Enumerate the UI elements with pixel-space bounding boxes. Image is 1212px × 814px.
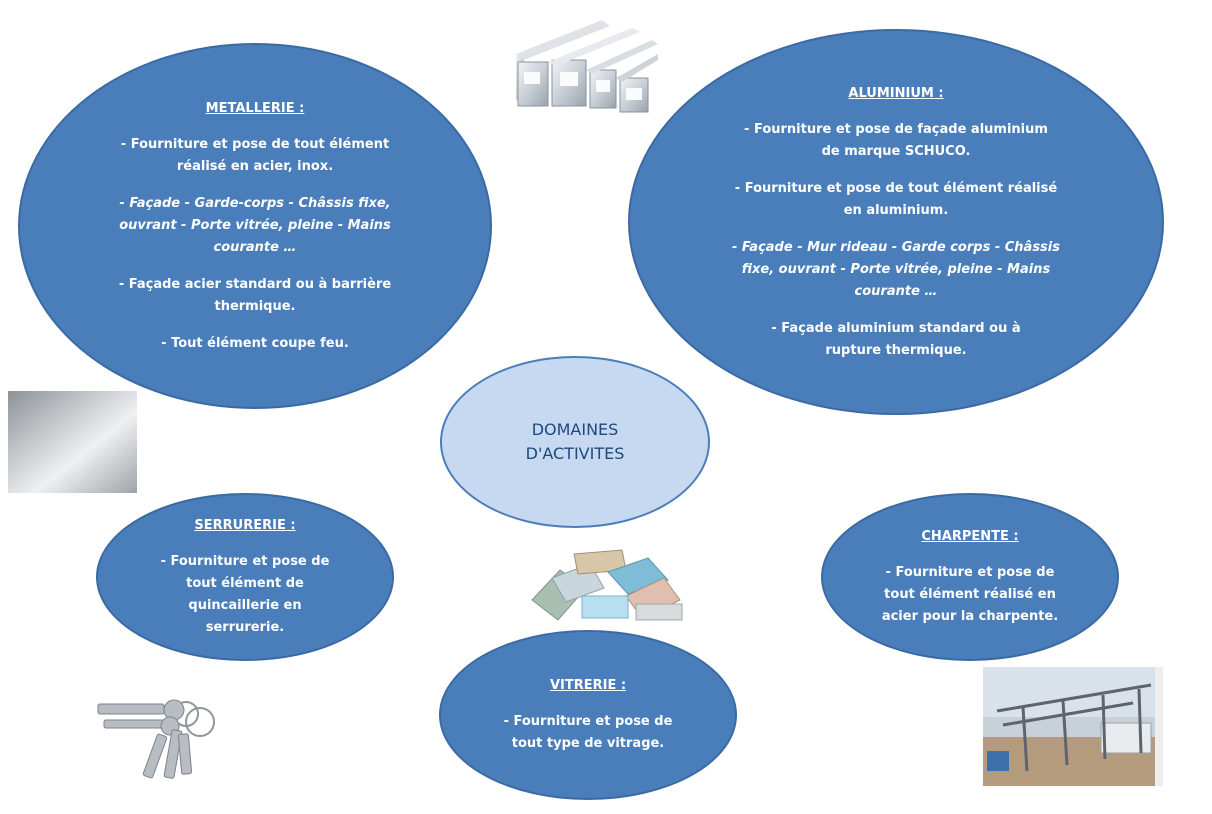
- serrurerie-node: SERRURERIE : - Fourniture et pose de tou…: [96, 493, 394, 661]
- aluminium-item-2: - Fourniture et pose de tout élément réa…: [734, 180, 1058, 218]
- aluminium-item-4: - Façade aluminium standard ou à rupture…: [771, 320, 1021, 358]
- aluminium-profiles-image: [516, 20, 658, 113]
- center-line-1: DOMAINES: [531, 420, 619, 439]
- vitrerie-title: VITRERIE :: [549, 678, 627, 693]
- vitrerie-node: VITRERIE : - Fourniture et pose de tout …: [439, 630, 737, 800]
- serrurerie-title: SERRURERIE :: [194, 518, 296, 533]
- center-line-2: D'ACTIVITES: [525, 444, 625, 463]
- keys-image: [97, 699, 215, 779]
- charpente-item-1: - Fourniture et pose de tout élément réa…: [881, 565, 1059, 624]
- charpente-node: CHARPENTE : - Fourniture et pose de tout…: [821, 493, 1119, 661]
- metallerie-item-4: - Tout élément coupe feu.: [161, 335, 349, 351]
- brushed-steel-image: [8, 391, 137, 493]
- aluminium-item-1: - Fourniture et pose de façade aluminium…: [744, 121, 1048, 159]
- metallerie-item-2: - Façade - Garde-corps - Châssis fixe, o…: [119, 195, 391, 255]
- metallerie-item-1: - Fourniture et pose de tout élément réa…: [120, 136, 390, 174]
- vitrerie-item-1: - Fourniture et pose de tout type de vit…: [503, 714, 673, 751]
- domaines-activites-center: DOMAINES D'ACTIVITES: [440, 356, 710, 528]
- metallerie-node: METALLERIE : - Fourniture et pose de tou…: [18, 43, 492, 409]
- aluminium-node: ALUMINIUM : - Fourniture et pose de faça…: [628, 29, 1164, 415]
- aluminium-title: ALUMINIUM :: [848, 85, 944, 101]
- glass-panes-image: [531, 549, 683, 621]
- steel-frame-image: [983, 667, 1163, 786]
- charpente-title: CHARPENTE :: [921, 529, 1019, 544]
- serrurerie-item-1: - Fourniture et pose de tout élément de …: [160, 554, 330, 635]
- metallerie-item-3: - Façade acier standard ou à barrière th…: [118, 276, 392, 314]
- metallerie-title: METALLERIE :: [205, 100, 305, 116]
- aluminium-item-3: - Façade - Mur rideau - Garde corps - Ch…: [731, 239, 1060, 299]
